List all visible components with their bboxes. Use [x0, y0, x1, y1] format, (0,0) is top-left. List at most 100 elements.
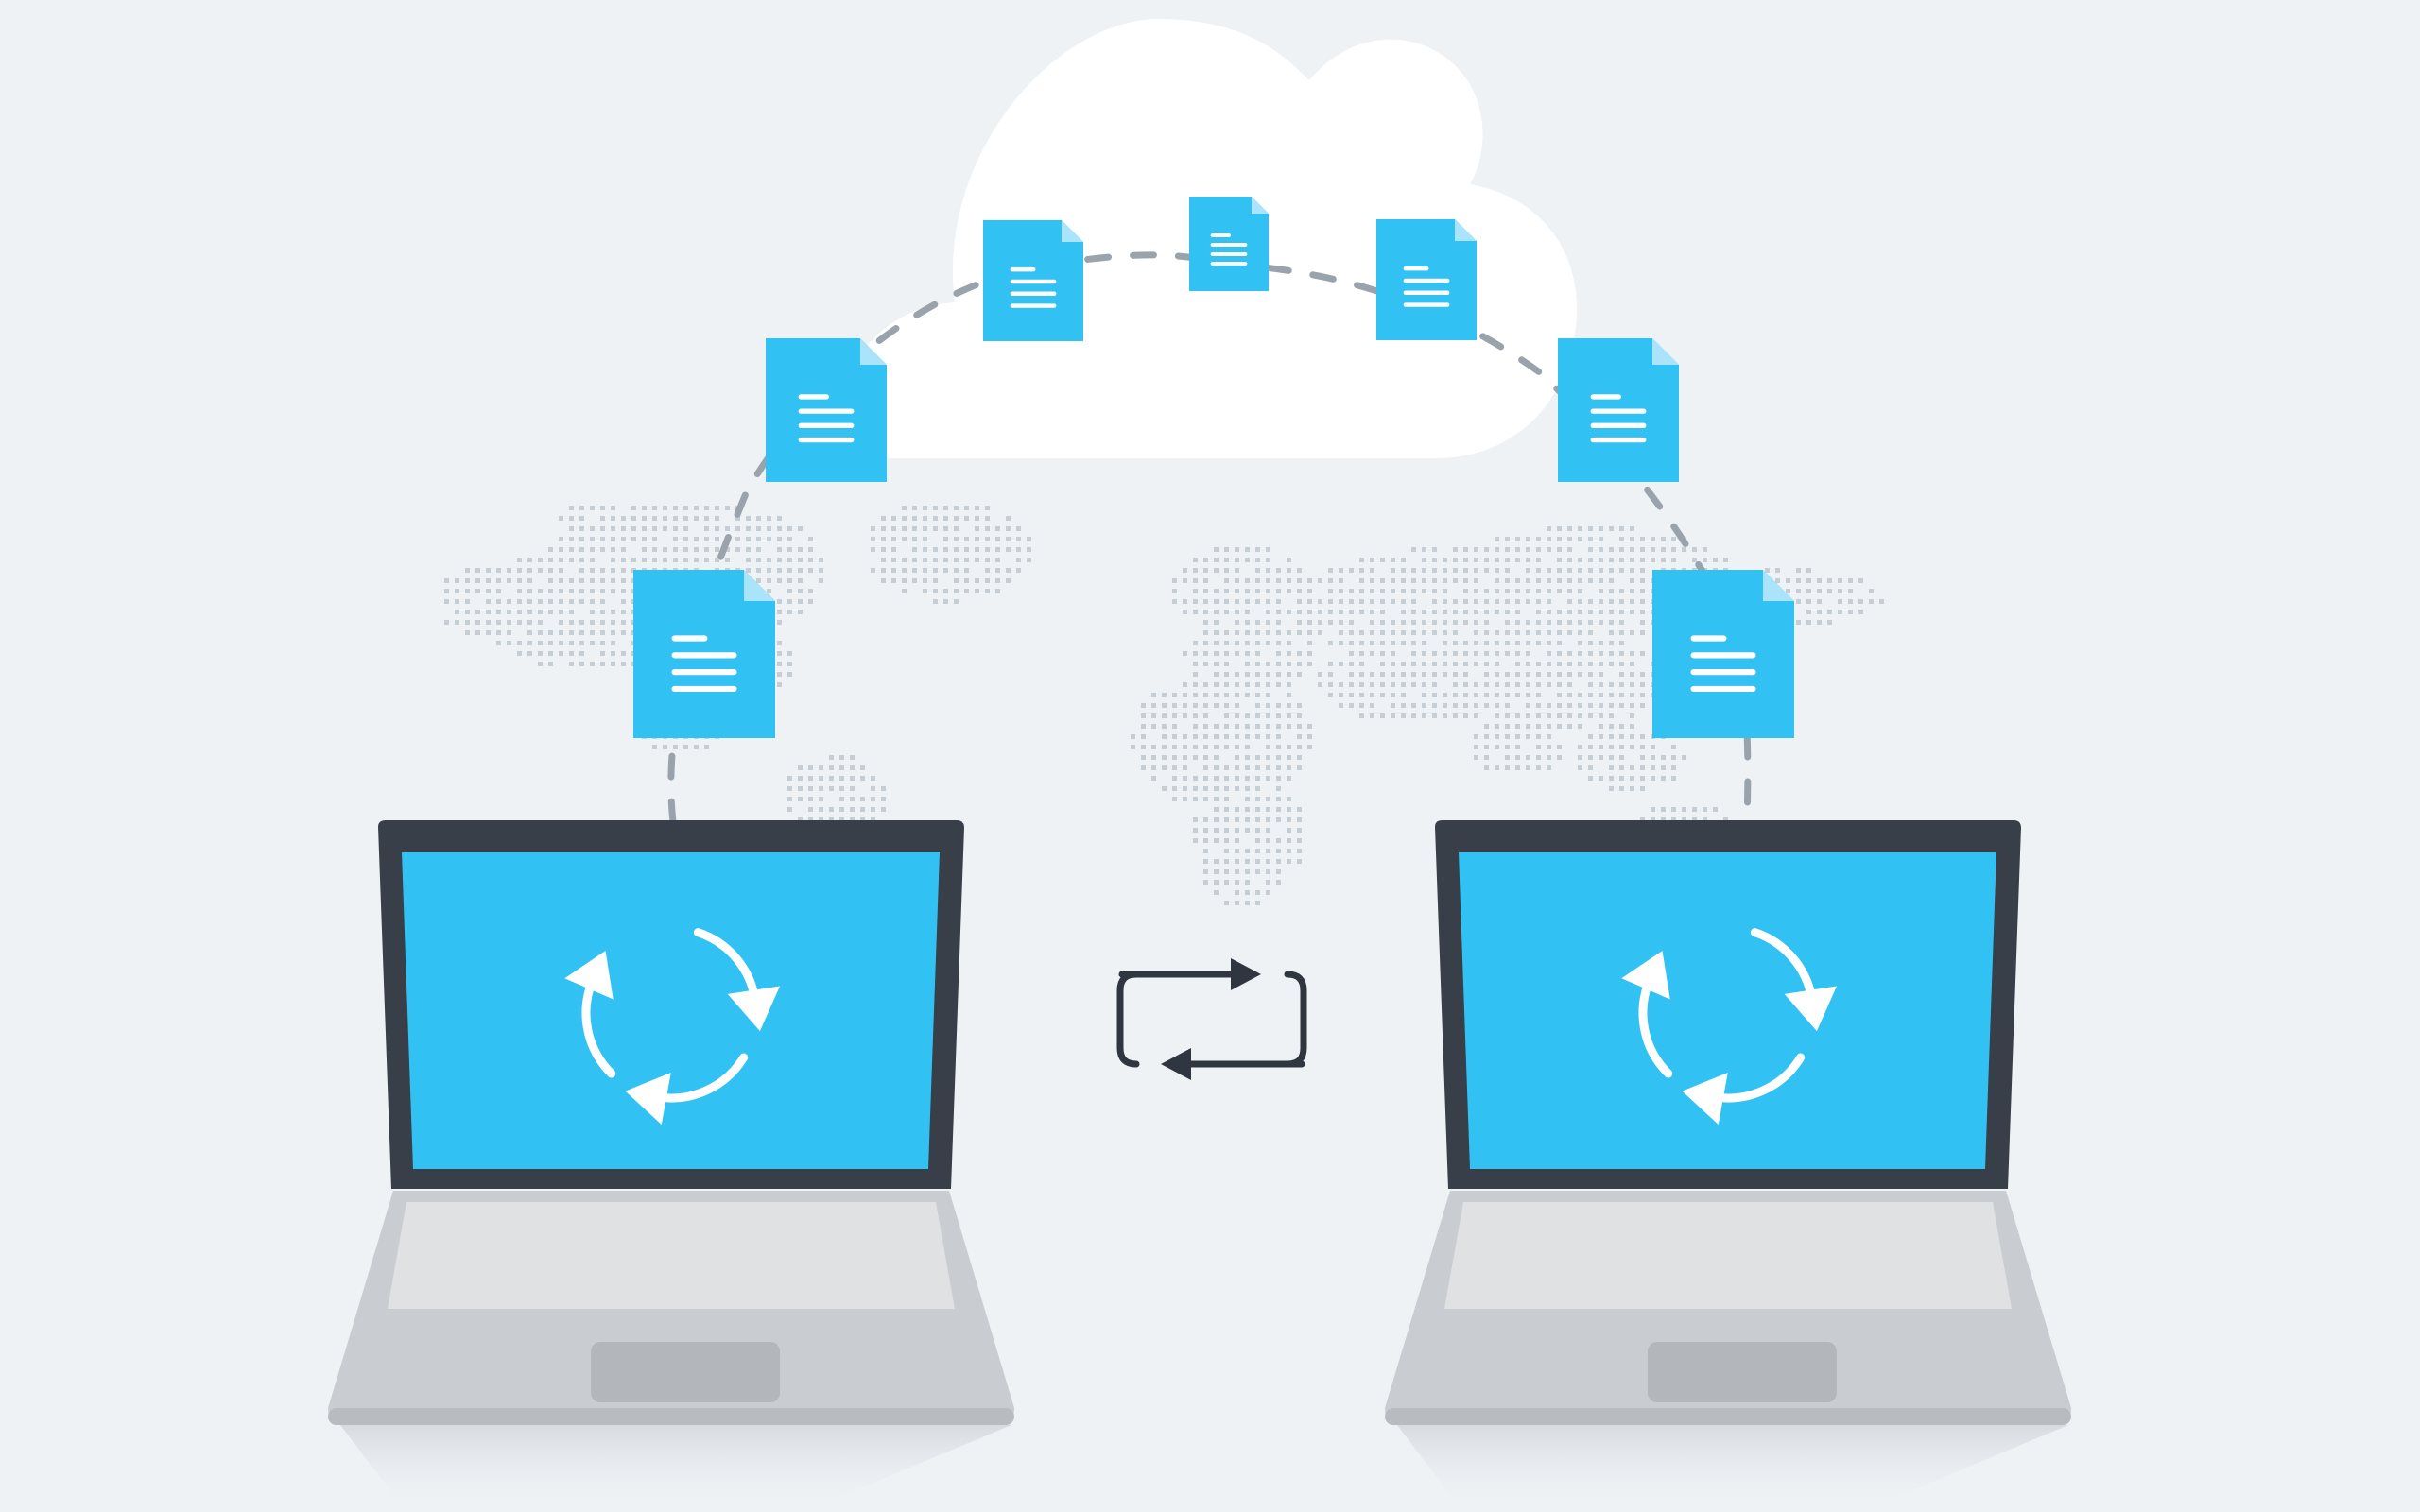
map-dot [1495, 547, 1499, 552]
map-dot [1526, 589, 1530, 593]
map-dot [1443, 713, 1447, 718]
map-dot [1328, 568, 1333, 573]
map-dot [569, 620, 574, 625]
map-dot [767, 589, 771, 593]
map-dot [1214, 610, 1219, 614]
map-dot [1318, 630, 1322, 635]
map-dot [579, 516, 584, 521]
map-dot [1536, 537, 1541, 541]
map-dot [1505, 537, 1510, 541]
map-dot [829, 786, 834, 791]
map-dot [1214, 672, 1219, 677]
map-dot [787, 599, 792, 604]
map-dot [1224, 724, 1229, 729]
map-dot [1796, 568, 1801, 573]
map-dot [1526, 724, 1530, 729]
map-dot [1318, 620, 1322, 625]
map-dot [995, 558, 1000, 562]
map-dot [548, 662, 553, 666]
map-dot [1567, 651, 1572, 656]
map-dot [1359, 558, 1364, 562]
map-dot [1515, 682, 1520, 687]
map-dot [1806, 599, 1811, 604]
map-dot [1619, 620, 1624, 625]
map-dot [1224, 599, 1229, 604]
map-dot [1630, 537, 1634, 541]
map-dot [579, 506, 584, 510]
map-dot [985, 537, 990, 541]
map-dot [538, 651, 543, 656]
map-dot [600, 537, 605, 541]
map-dot [1276, 838, 1281, 843]
map-dot [1588, 682, 1593, 687]
map-dot [1183, 651, 1187, 656]
map-dot [1141, 724, 1146, 729]
map-dot [1255, 578, 1260, 583]
map-dot [1692, 547, 1697, 552]
map-dot [912, 568, 917, 573]
map-dot [1422, 589, 1426, 593]
map-dot [1505, 641, 1510, 645]
map-dot [1370, 651, 1374, 656]
map-dot [1505, 589, 1510, 593]
map-dot [1297, 713, 1302, 718]
map-dot [1661, 817, 1666, 822]
map-dot [1203, 849, 1208, 853]
map-dot [1609, 682, 1614, 687]
document-icon [1652, 570, 1794, 738]
map-dot [496, 610, 501, 614]
map-dot [1578, 568, 1582, 573]
map-dot [1276, 599, 1281, 604]
map-dot [1141, 765, 1146, 770]
map-dot [1266, 620, 1270, 625]
map-dot [1411, 672, 1416, 677]
map-dot [1474, 610, 1478, 614]
map-dot [1245, 765, 1250, 770]
map-dot [1401, 558, 1406, 562]
laptop-left [328, 820, 1014, 1512]
map-dot [1349, 599, 1354, 604]
map-dot [1609, 599, 1614, 604]
map-dot [1463, 589, 1468, 593]
map-dot [1235, 869, 1239, 874]
map-dot [1183, 776, 1187, 781]
map-dot [1245, 589, 1250, 593]
map-dot [1276, 817, 1281, 822]
map-dot [1474, 558, 1478, 562]
map-dot [1380, 610, 1385, 614]
map-dot [1287, 776, 1291, 781]
map-dot [964, 547, 969, 552]
map-dot [569, 547, 574, 552]
map-dot [829, 807, 834, 812]
map-dot [1276, 776, 1281, 781]
map-dot [1266, 693, 1270, 697]
map-dot [1713, 558, 1718, 562]
map-dot [839, 807, 844, 812]
map-dot [954, 589, 959, 593]
map-dot [1671, 558, 1676, 562]
map-dot [1266, 589, 1270, 593]
map-dot [777, 610, 782, 614]
map-dot [1495, 578, 1499, 583]
touchpad [591, 1342, 780, 1402]
map-dot [1619, 651, 1624, 656]
map-dot [1411, 589, 1416, 593]
map-dot [881, 516, 886, 521]
map-dot [798, 589, 803, 593]
map-dot [1515, 641, 1520, 645]
map-dot [1515, 672, 1520, 677]
map-dot [1515, 765, 1520, 770]
map-dot [1453, 682, 1458, 687]
map-dot [1630, 672, 1634, 677]
map-dot [1609, 786, 1614, 791]
map-dot [1547, 755, 1551, 760]
map-dot [486, 630, 491, 635]
map-dot [1630, 724, 1634, 729]
map-dot [1203, 662, 1208, 666]
map-dot [621, 599, 626, 604]
map-dot [808, 776, 813, 781]
map-dot [548, 641, 553, 645]
map-dot [1349, 641, 1354, 645]
map-dot [1401, 713, 1406, 718]
map-dot [1235, 807, 1239, 812]
